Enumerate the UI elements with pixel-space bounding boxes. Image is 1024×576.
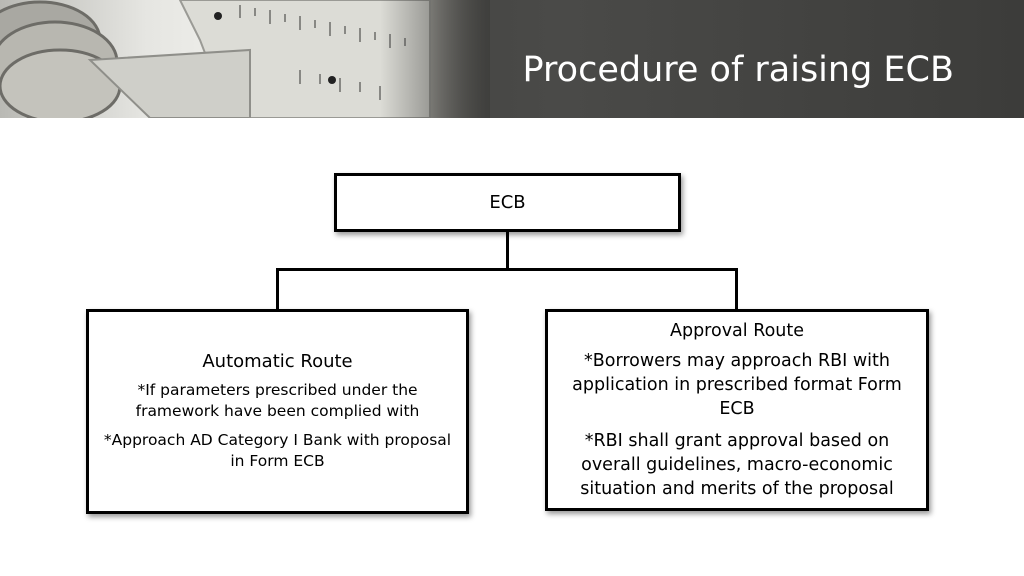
approval-route-heading: Approval Route [669,321,804,341]
automatic-route-heading: Automatic Route [202,351,353,372]
approval-route-point-2: *RBI shall grant approval based on overa… [580,431,894,499]
caliper-coins-photo [0,0,490,118]
automatic-route-point-2: *Approach AD Category I Bank with propos… [103,431,452,470]
photo-fade [380,0,490,118]
automatic-route-point-1: *If parameters prescribed under the fram… [135,381,420,420]
slide-title: Procedure of raising ECB [522,50,954,90]
automatic-route-box: Automatic Route *If parameters prescribe… [86,309,469,514]
approval-route-point-1: *Borrowers may approach RBI with applica… [572,351,902,419]
caliper-image-icon [0,0,431,118]
slide-header: Procedure of raising ECB [0,0,1024,118]
connector-horizontal [276,268,738,271]
connector-right-down [735,268,738,310]
root-box-ecb: ECB [334,173,681,232]
connector-root-down [506,230,509,270]
root-label: ECB [489,192,526,213]
approval-route-box: Approval Route *Borrowers may approach R… [545,309,929,511]
connector-left-down [276,268,279,310]
